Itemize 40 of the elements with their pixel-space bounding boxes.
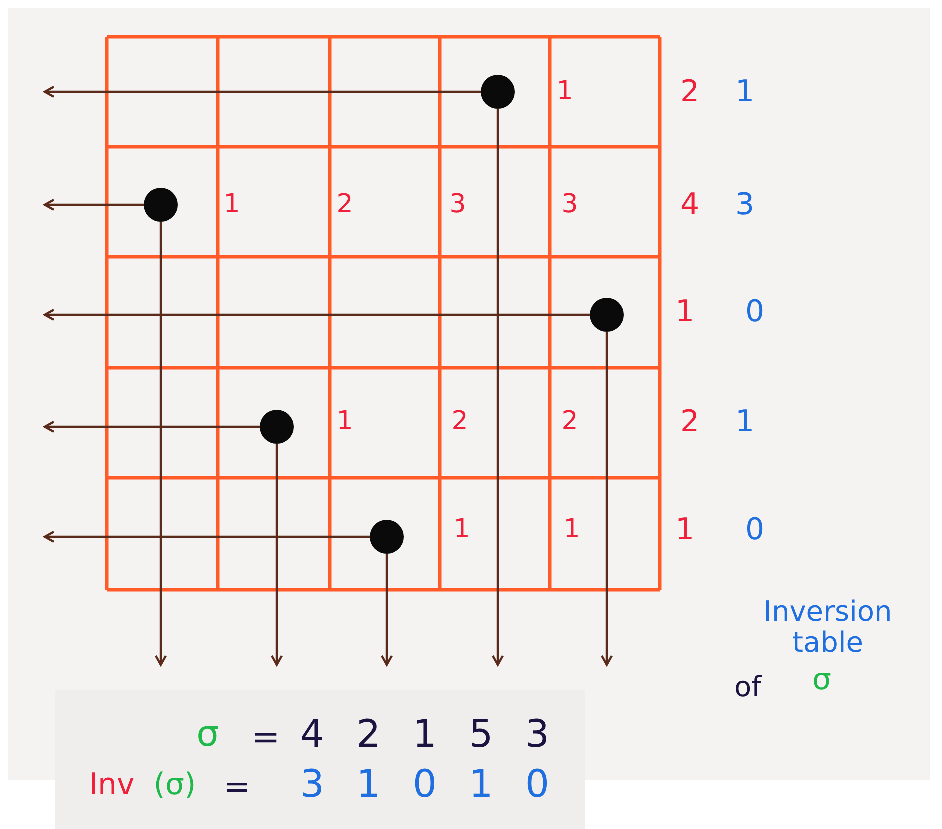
label-text: 1 xyxy=(675,514,695,546)
label-text: 1 xyxy=(735,406,755,438)
label-text: σ xyxy=(812,664,832,696)
label-text: 2 xyxy=(680,406,700,438)
label-text: = xyxy=(224,769,250,805)
arrow xyxy=(44,420,260,434)
label-text: Inv xyxy=(89,768,135,802)
label-text: 3 1 0 1 0 xyxy=(300,764,550,806)
label-text: 1 xyxy=(224,190,240,220)
arrow xyxy=(44,86,481,98)
label-text: 0 xyxy=(745,514,765,546)
arrow xyxy=(154,222,168,666)
label-text: 1 xyxy=(735,76,755,108)
arrow xyxy=(44,308,590,322)
label-text: 1 xyxy=(336,408,354,436)
label-text: 1 xyxy=(564,516,580,544)
label-text: = xyxy=(252,719,280,757)
caption-text: Inversion table xyxy=(762,597,894,659)
label-text: 1 xyxy=(556,78,574,106)
label-text: 2 xyxy=(336,190,354,220)
arrow xyxy=(492,109,504,666)
arrow xyxy=(44,198,144,212)
label-text: 4 2 1 5 3 xyxy=(300,714,550,756)
label-text: 3 xyxy=(735,188,755,222)
arrow xyxy=(270,444,284,666)
label-text: 1 xyxy=(454,516,470,544)
label-text: 2 xyxy=(680,76,700,108)
label-text: (σ) xyxy=(154,768,196,802)
label-text: 2 xyxy=(562,408,578,436)
label-text: 3 xyxy=(450,190,466,220)
label-text: 4 xyxy=(680,188,700,222)
label-text: σ xyxy=(196,715,220,755)
label-text: 1 xyxy=(675,296,695,328)
label-text: 0 xyxy=(745,296,765,328)
arrow xyxy=(600,332,614,666)
label-text: of xyxy=(734,672,762,704)
label-text: 2 xyxy=(452,408,468,436)
arrow xyxy=(380,554,394,666)
label-text: 3 xyxy=(562,190,578,220)
arrow xyxy=(44,530,370,544)
